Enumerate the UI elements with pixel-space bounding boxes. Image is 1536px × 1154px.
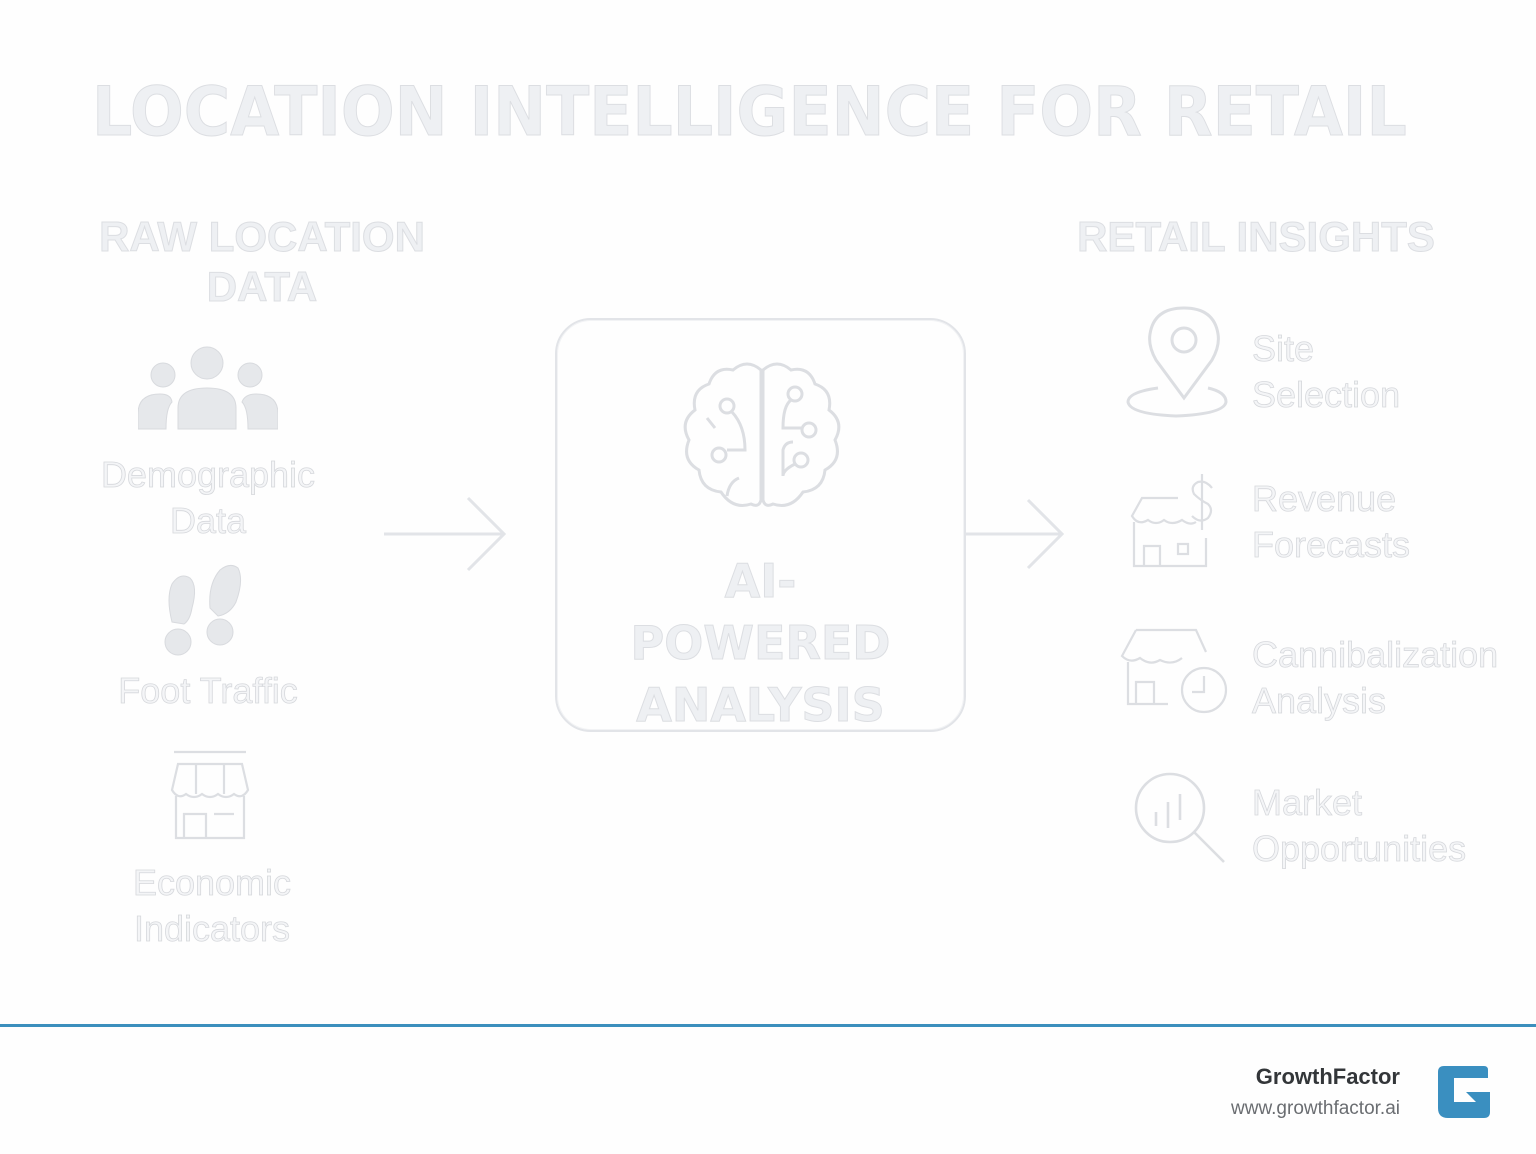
left-item-foot-traffic: Foot Traffic <box>78 562 338 714</box>
footer-divider <box>0 1024 1536 1027</box>
item-label: Market Opportunities <box>1252 782 1467 870</box>
retail-insights-section-title: RETAIL INSIGHTS <box>1077 213 1436 261</box>
raw-data-section-title: RAW LOCATION DATA <box>99 213 426 311</box>
people-group-icon <box>138 346 278 430</box>
insight-cannibalization: Cannibalization Analysis <box>1120 626 1530 746</box>
magnifier-chart-icon <box>1134 772 1225 863</box>
item-label: Economic Indicators <box>132 862 292 950</box>
map-pin-icon <box>1126 306 1228 418</box>
item-label: Cannibalization Analysis <box>1252 634 1499 722</box>
ai-analysis-box: AI-POWERED ANALYSIS <box>555 318 966 733</box>
growthfactor-logo-icon <box>1438 1066 1490 1118</box>
insight-revenue-forecasts: Revenue Forecasts <box>1120 466 1530 586</box>
footprints-icon <box>164 564 242 656</box>
center-label: AI-POWERED ANALYSIS <box>630 554 891 733</box>
insight-site-selection: Site Selection <box>1120 306 1530 426</box>
item-label: Site Selection <box>1252 328 1401 416</box>
brain-circuit-icon <box>683 362 841 507</box>
arrow-right-icon <box>384 496 507 572</box>
store-dollar-icon <box>1130 474 1213 568</box>
storefront-icon <box>170 750 250 840</box>
brand-url[interactable]: www.growthfactor.ai <box>1231 1098 1400 1119</box>
left-item-economic: Economic Indicators <box>80 750 340 952</box>
main-title: LOCATION INTELLIGENCE FOR RETAIL <box>92 73 1408 152</box>
brand-name: GrowthFactor <box>1255 1064 1400 1089</box>
arrow-right-icon <box>966 498 1065 570</box>
insight-market-opportunities: Market Opportunities <box>1120 768 1530 888</box>
item-label: Demographic Data <box>100 454 316 542</box>
store-clock-icon <box>1120 628 1228 714</box>
left-item-demographic: Demographic Data <box>78 344 338 544</box>
item-label: Revenue Forecasts <box>1252 478 1411 566</box>
item-label: Foot Traffic <box>118 670 298 712</box>
